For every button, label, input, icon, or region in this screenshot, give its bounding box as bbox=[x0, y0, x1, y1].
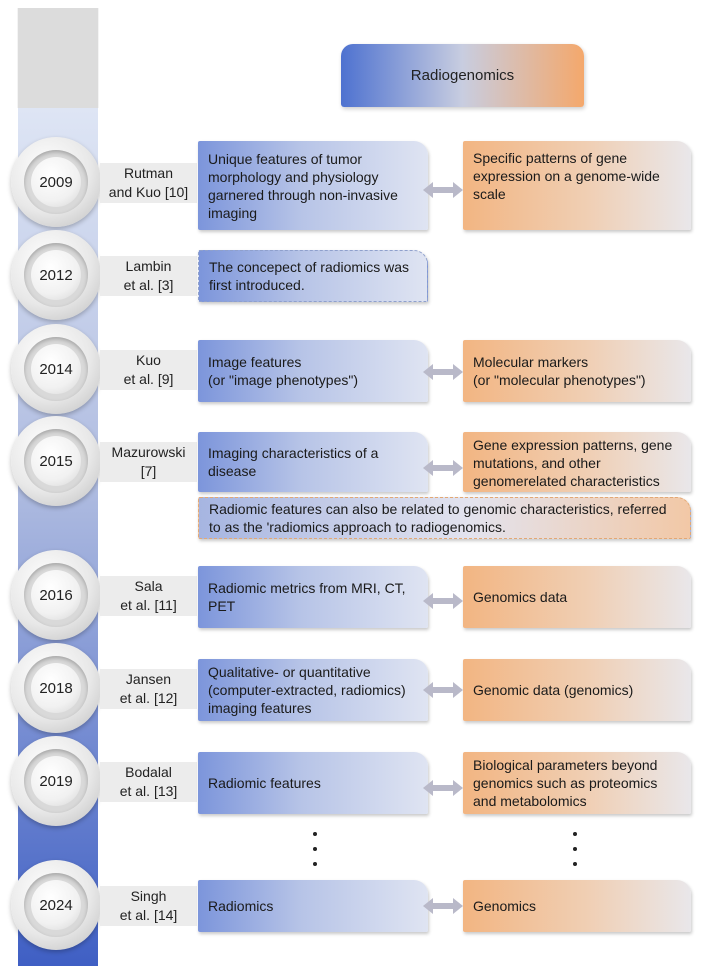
author-label: Mazurowski[7] bbox=[100, 442, 197, 482]
radiogenomics-header: Radiogenomics bbox=[341, 44, 584, 107]
genomic-box-2024: Genomics bbox=[463, 880, 691, 932]
year-label: 2018 bbox=[39, 679, 73, 697]
double-arrow-icon bbox=[423, 364, 463, 380]
double-arrow-icon bbox=[423, 780, 463, 796]
radiomics-approach-note: Radiomic features can also be related to… bbox=[198, 497, 691, 539]
ellipsis-dots-right bbox=[573, 832, 577, 866]
year-circle-2018: 2018 bbox=[11, 643, 101, 733]
imaging-box-2024: Radiomics bbox=[198, 880, 428, 932]
double-arrow-icon bbox=[423, 182, 463, 198]
year-circle-2009: 2009 bbox=[11, 137, 101, 227]
imaging-box-2012: The concepect of radiomics was first int… bbox=[198, 250, 428, 302]
imaging-box-2015: Imaging characteristics of a disease bbox=[198, 432, 428, 492]
ellipsis-dots-left bbox=[313, 832, 317, 866]
imaging-box-2018: Qualitative- or quantitative (computer-e… bbox=[198, 659, 428, 721]
timeline-arrow-top bbox=[17, 8, 99, 108]
genomic-box-2018: Genomic data (genomics) bbox=[463, 659, 691, 721]
double-arrow-icon bbox=[423, 593, 463, 609]
year-circle-2019: 2019 bbox=[11, 736, 101, 826]
year-circle-2016: 2016 bbox=[11, 550, 101, 640]
year-label: 2015 bbox=[39, 452, 73, 470]
imaging-box-2016: Radiomic metrics from MRI, CT, PET bbox=[198, 566, 428, 628]
year-label: 2014 bbox=[39, 360, 73, 378]
double-arrow-icon bbox=[423, 682, 463, 698]
genomic-box-2019: Biological parameters beyond genomics su… bbox=[463, 752, 691, 814]
imaging-box-2014: Image features (or "image phenotypes") bbox=[198, 340, 428, 402]
genomic-box-2009: Specific patterns of gene expression on … bbox=[463, 141, 691, 230]
year-label: 2024 bbox=[39, 896, 73, 914]
imaging-box-2019: Radiomic features bbox=[198, 752, 428, 814]
year-circle-2024: 2024 bbox=[11, 860, 101, 950]
imaging-box-2009: Unique features of tumor morphology and … bbox=[198, 141, 428, 230]
year-label: 2019 bbox=[39, 772, 73, 790]
year-circle-2012: 2012 bbox=[11, 230, 101, 320]
year-label: 2012 bbox=[39, 266, 73, 284]
header-title: Radiogenomics bbox=[410, 67, 515, 84]
double-arrow-icon bbox=[423, 898, 463, 914]
year-label: 2009 bbox=[39, 173, 73, 191]
genomic-box-2014: Molecular markers (or "molecular phenoty… bbox=[463, 340, 691, 402]
year-circle-2014: 2014 bbox=[11, 324, 101, 414]
year-circle-2015: 2015 bbox=[11, 416, 101, 506]
genomic-box-2016: Genomics data bbox=[463, 566, 691, 628]
double-arrow-icon bbox=[423, 460, 463, 476]
genomic-box-2015: Gene expression patterns, gene mutations… bbox=[463, 432, 691, 492]
year-label: 2016 bbox=[39, 586, 73, 604]
